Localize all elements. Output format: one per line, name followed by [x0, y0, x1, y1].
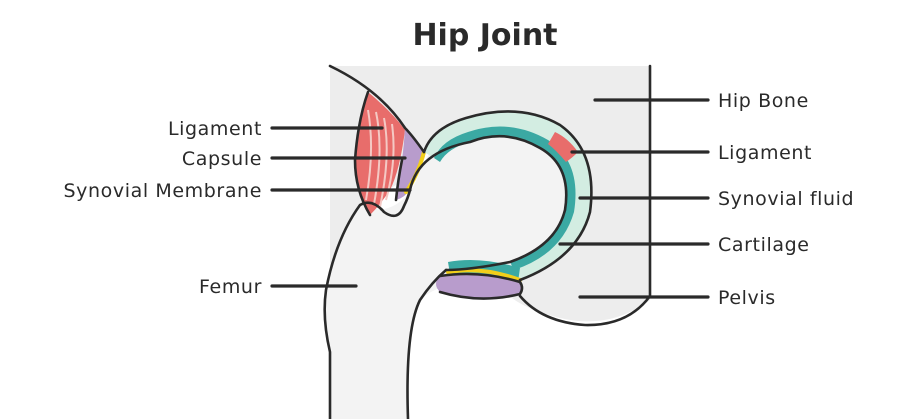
diagram-title: Hip Joint	[412, 18, 557, 53]
ligament-right-shape	[548, 132, 578, 162]
hip-bone-outline	[328, 64, 426, 154]
femur-outline	[323, 188, 412, 419]
label-cartilage: Cartilage	[718, 234, 810, 256]
label-capsule: Capsule	[182, 148, 262, 170]
femur-neck-outline	[406, 268, 448, 419]
capsule-left-outline	[394, 158, 404, 202]
label-synovial-fluid: Synovial fluid	[718, 188, 854, 210]
capsule-bottom-outline	[438, 272, 524, 300]
label-femur: Femur	[199, 276, 262, 298]
label-pelvis: Pelvis	[718, 287, 776, 309]
label-synovial-membrane: Synovial Membrane	[64, 180, 263, 202]
capsule-bottom-shape	[436, 274, 522, 299]
label-hip-bone: Hip Bone	[718, 90, 809, 112]
ligament-left-outline	[353, 90, 372, 217]
pelvis-lip-yellow	[446, 268, 522, 282]
hip-bone-shape	[330, 66, 650, 322]
socket-inner-outline	[408, 134, 568, 272]
socket-outer-outline	[422, 110, 593, 282]
hip-bone-right-edge	[518, 64, 652, 327]
label-ligament-right: Ligament	[718, 142, 812, 164]
capsule-left-shape	[396, 128, 425, 200]
label-ligament-left: Ligament	[168, 118, 262, 140]
